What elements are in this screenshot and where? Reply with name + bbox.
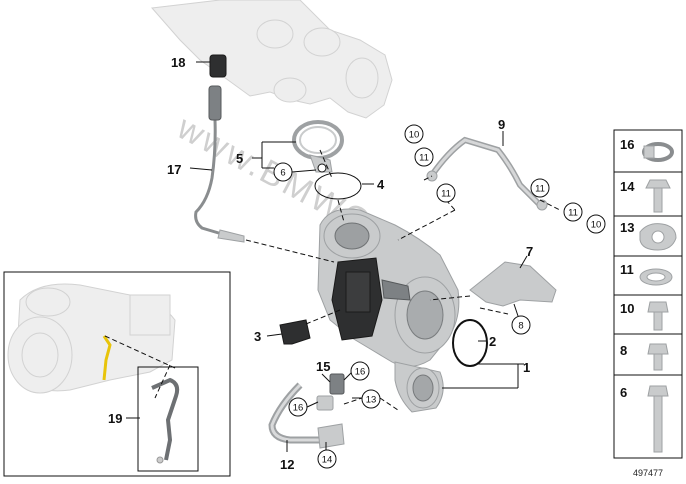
circled-callout-11-c: 11	[530, 178, 550, 198]
circled-callout-6: 6	[273, 162, 293, 182]
circled-callout-8: 8	[511, 315, 531, 335]
inset-detail	[3, 271, 231, 477]
callout-19: 19	[108, 411, 122, 426]
svg-text:10: 10	[409, 130, 420, 141]
circled-callout-11-b: 11	[436, 183, 456, 203]
heat-shield-7	[469, 261, 557, 307]
svg-text:13: 13	[366, 395, 377, 406]
callout-12: 12	[280, 457, 294, 472]
bolt-6-icon	[647, 385, 669, 453]
exhaust-temp-sensor-17	[194, 85, 245, 243]
circled-callout-13: 13	[361, 389, 381, 409]
svg-text:11: 11	[419, 153, 429, 164]
sidebar-label-10: 10	[620, 301, 634, 316]
circled-callout-10-top: 10	[404, 124, 424, 144]
bolt-14-icon	[645, 179, 671, 213]
circled-callout-16-b: 16	[288, 397, 308, 417]
washer-11-icon	[639, 268, 673, 286]
callout-9: 9	[498, 117, 505, 132]
svg-text:11: 11	[568, 208, 578, 219]
sealing-ring-2	[452, 319, 488, 367]
svg-text:11: 11	[441, 189, 451, 200]
clamp-5	[292, 120, 344, 173]
diagram-id: 497477	[633, 468, 663, 478]
svg-text:11: 11	[535, 184, 545, 195]
callout-1: 1	[523, 360, 530, 375]
svg-text:16: 16	[293, 403, 304, 414]
sidebar-label-8: 8	[620, 343, 627, 358]
circled-callout-16-a: 16	[350, 361, 370, 381]
svg-text:8: 8	[518, 321, 523, 332]
sidebar-label-11: 11	[620, 262, 634, 277]
callout-4: 4	[377, 177, 385, 192]
circled-callout-14: 14	[317, 449, 337, 469]
gasket-13-icon	[639, 223, 677, 251]
callout-3: 3	[254, 329, 261, 344]
exhaust-manifold-ghost	[150, 0, 393, 119]
pipe-12	[268, 382, 345, 449]
svg-text:16: 16	[355, 367, 366, 378]
callout-7: 7	[526, 244, 533, 259]
connector-18	[209, 54, 227, 78]
callout-18: 18	[171, 55, 185, 70]
sidebar-label-14: 14	[620, 179, 635, 194]
hose-clamp-icon	[642, 142, 674, 162]
callout-5: 5	[236, 151, 243, 166]
bracket-3	[279, 319, 311, 345]
svg-text:14: 14	[322, 455, 333, 466]
callout-15: 15	[316, 359, 330, 374]
bolt-8-icon	[647, 343, 669, 371]
sidebar-label-6: 6	[620, 385, 627, 400]
small-parts-sidebar: 16 14 13 11 10 8 6	[613, 129, 683, 459]
bolt-10-icon	[647, 301, 669, 331]
nipple-15	[316, 373, 345, 411]
svg-text:6: 6	[280, 168, 285, 179]
leader-lines	[104, 61, 561, 452]
callout-17: 17	[167, 162, 181, 177]
sidebar-label-13: 13	[620, 220, 634, 235]
svg-text:10: 10	[591, 220, 602, 231]
circled-callout-10-bottom: 10	[586, 214, 606, 234]
circled-callout-11-a: 11	[414, 147, 434, 167]
callout-2: 2	[489, 334, 496, 349]
sealing-ring-4	[314, 172, 362, 200]
circled-callout-11-d: 11	[563, 202, 583, 222]
sidebar-label-16: 16	[620, 137, 634, 152]
